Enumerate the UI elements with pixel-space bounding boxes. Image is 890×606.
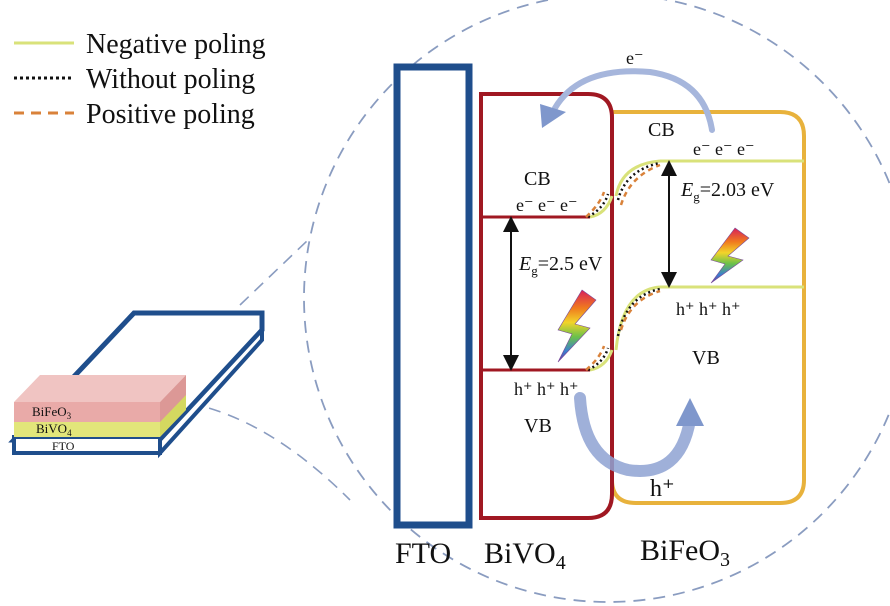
bifeo3-electrons: e⁻ e⁻ e⁻ [693,139,754,159]
bifeo3-cb-bend-negative [614,159,661,197]
hole-transfer-arrow [574,392,696,477]
bivo4-cb-bend-positive [585,191,606,218]
bivo4-holes: h⁺ h⁺ h⁺ [514,379,579,399]
bifeo3-layer-side [160,375,186,422]
electron-transfer-label: e⁻ [626,48,644,68]
band-bending-bivo4 [585,191,614,372]
substrate-label-bifeo3: BiFeO3 [32,404,72,421]
legend-label-without: Without poling [86,64,255,95]
bifeo3-cb-label: CB [648,119,675,141]
hole-transfer-label: h⁺ [650,476,675,502]
fto-band-label: FTO [395,537,451,570]
fto-front [12,435,162,455]
fto-side [158,324,264,459]
substrate-label-bivo4: BiVO4 [36,421,72,438]
bivo4-vb-label: VB [524,415,552,437]
bifeo3-name-label: BiFeO3 [640,534,730,571]
connector-line-bottom [169,399,351,501]
hole-transfer-arrowhead [676,398,704,426]
bivo4-cb-bend-without [587,193,610,219]
bivo4-bandgap-label: Eg=2.5 eV [518,253,603,278]
bifeo3-layer-top [14,375,186,402]
bifeo3-vb-bend-negative [614,285,661,351]
bivo4-vb-bend-without [587,347,610,372]
bifeo3-vb-bend-positive [619,289,661,331]
bivo4-light-bolt-icon [557,289,597,363]
bivo4-cb-label: CB [524,168,551,190]
electron-transfer-arrowhead [540,104,566,128]
bivo4-layer-front [14,421,160,437]
bivo4-vb-bend-negative [589,349,614,372]
bivo4-layer-side [160,393,186,437]
legend-label-negative: Negative poling [86,29,266,60]
substrate-stack: BiFeO3 BiVO4 FTO [8,310,265,459]
connector-line-top [239,239,309,306]
bifeo3-bandgap-label: Eg=2.03 eV [680,179,775,204]
bifeo3-vb-label: VB [692,347,720,369]
bifeo3-light-bolt-icon [710,227,750,284]
bifeo3-holes: h⁺ h⁺ h⁺ [676,299,741,319]
bivo4-cb-bend-negative [589,195,614,219]
bivo4-name-label: BiVO4 [484,537,566,574]
bivo4-vb-bend-positive [585,345,606,371]
bifeo3-layer-front [14,402,160,422]
electron-transfer-arrow [552,68,715,133]
legend-label-positive: Positive poling [86,99,255,130]
legend: Negative poling Without poling Positive … [14,29,266,130]
substrate-label-fto: FTO [52,439,75,453]
bifeo3-vb-bend-without [616,287,661,337]
bifeo3-cb-bend-positive [619,163,661,206]
bifeo3-band-box [610,110,806,505]
band-bending-bifeo3 [614,159,661,351]
fto-band-box [393,63,473,529]
bivo4-electrons: e⁻ e⁻ e⁻ [516,195,577,215]
